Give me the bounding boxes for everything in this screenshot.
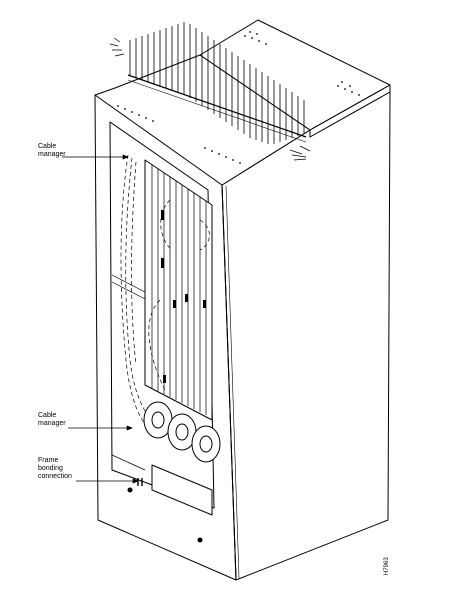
callout-top-cable-manager-line2: manager bbox=[38, 151, 66, 158]
figure-id: H7963 bbox=[384, 557, 390, 575]
callout-frame-bonding-line1: Frame bbox=[38, 457, 59, 464]
callout-lower-cable-manager-line1: Cable bbox=[38, 412, 57, 419]
callout-lower-cable-manager: Cable manager bbox=[38, 412, 66, 428]
callout-frame-bonding-line2: bonding bbox=[38, 465, 63, 472]
tray-vent-dots bbox=[117, 31, 360, 164]
cable-comb-fingers bbox=[127, 22, 307, 144]
callout-top-cable-manager-line1: Cable bbox=[38, 143, 57, 150]
callout-frame-bonding: Frame bonding connection bbox=[38, 457, 72, 481]
callout-lower-cable-manager-line2: manager bbox=[38, 420, 66, 427]
callout-top-cable-manager: Cable manager bbox=[38, 143, 66, 159]
callout-leaders bbox=[62, 154, 139, 484]
floor-tray bbox=[127, 464, 213, 543]
callout-frame-bonding-line3: connection bbox=[38, 473, 72, 480]
router-chassis bbox=[144, 159, 213, 421]
overhead-cable-tray bbox=[109, 19, 391, 164]
rack-rails bbox=[111, 274, 146, 471]
cable-bundles bbox=[120, 154, 210, 431]
rack-cabinet bbox=[94, 54, 391, 581]
lower-cable-spools bbox=[143, 401, 221, 463]
